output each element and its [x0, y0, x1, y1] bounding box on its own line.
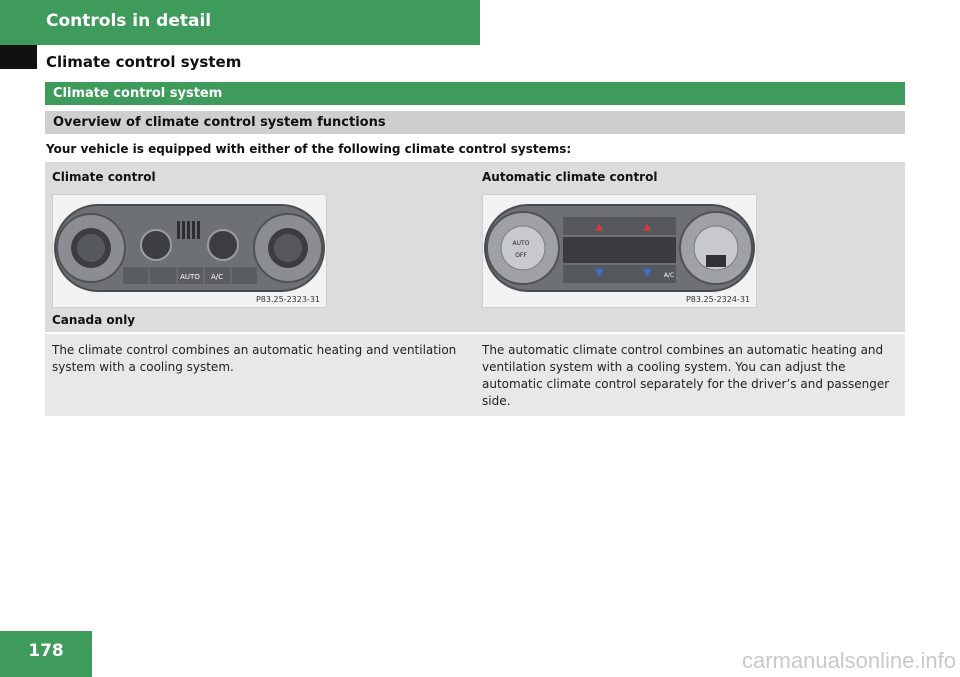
- panel-auto-label: AUTO: [513, 240, 530, 247]
- panel-off-label: OFF: [515, 252, 527, 259]
- climate-control-description: The climate control combines an automati…: [52, 343, 457, 374]
- automatic-climate-control-description-cell: The automatic climate control combines a…: [475, 334, 905, 416]
- automatic-climate-control-title: Automatic climate control: [482, 170, 658, 184]
- climate-control-panel-image: AUTO A/C P83.25-2323-31: [52, 194, 327, 308]
- figure-label: P83.25-2323-31: [255, 295, 320, 304]
- intro-text: Your vehicle is equipped with either of …: [46, 142, 572, 156]
- automatic-climate-control-cell: Automatic climate control AUTO: [475, 162, 905, 332]
- subsection-bar: Overview of climate control system funct…: [45, 111, 905, 134]
- systems-description-row: The climate control combines an automati…: [45, 334, 905, 416]
- climate-control-title: Climate control: [52, 170, 156, 184]
- climate-control-description-cell: The climate control combines an automati…: [45, 334, 475, 416]
- page-marker: [0, 45, 37, 69]
- systems-table: Climate control: [45, 162, 905, 416]
- canada-only-note: Canada only: [52, 313, 136, 327]
- panel-ac-label: A/C: [211, 273, 223, 281]
- figure-label: P83.25-2324-31: [685, 295, 750, 304]
- automatic-climate-control-panel-drawing: AUTO OFF A/C: [484, 204, 755, 292]
- watermark: carmanualsonline.info: [741, 648, 956, 673]
- automatic-climate-control-panel-image: AUTO OFF A/C P83.25-2324-31: [482, 194, 757, 308]
- systems-figure-row: Climate control: [45, 162, 905, 332]
- page-number: 178: [0, 631, 92, 677]
- climate-control-panel-drawing: AUTO A/C: [54, 204, 325, 292]
- page-title: Climate control system: [46, 53, 242, 71]
- climate-control-cell: Climate control: [45, 162, 475, 332]
- panel-auto-label: AUTO: [180, 273, 200, 281]
- section-bar: Climate control system: [45, 82, 905, 105]
- section-header-tab: Controls in detail: [0, 0, 480, 45]
- panel-ac-label: A/C: [664, 272, 674, 279]
- automatic-climate-control-description: The automatic climate control combines a…: [482, 343, 890, 408]
